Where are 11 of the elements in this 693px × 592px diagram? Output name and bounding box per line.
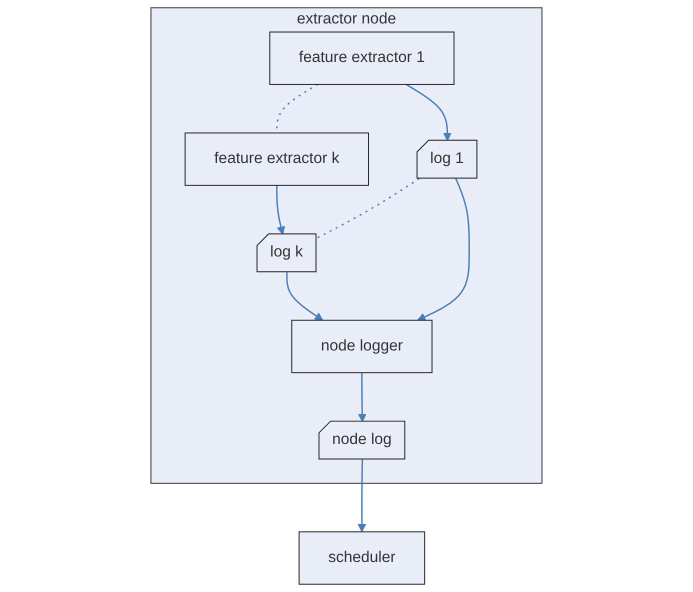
node-box: feature extractor 1 (269, 32, 455, 85)
arrow (417, 178, 470, 321)
node-box: feature extractor k (184, 132, 370, 186)
connector (316, 178, 420, 239)
node-box: scheduler (298, 531, 426, 585)
node-box: node logger (291, 320, 433, 374)
arrow (276, 185, 286, 235)
arrow (358, 372, 367, 422)
arrow (358, 460, 366, 532)
arrow (286, 272, 324, 321)
arrow (406, 84, 452, 142)
